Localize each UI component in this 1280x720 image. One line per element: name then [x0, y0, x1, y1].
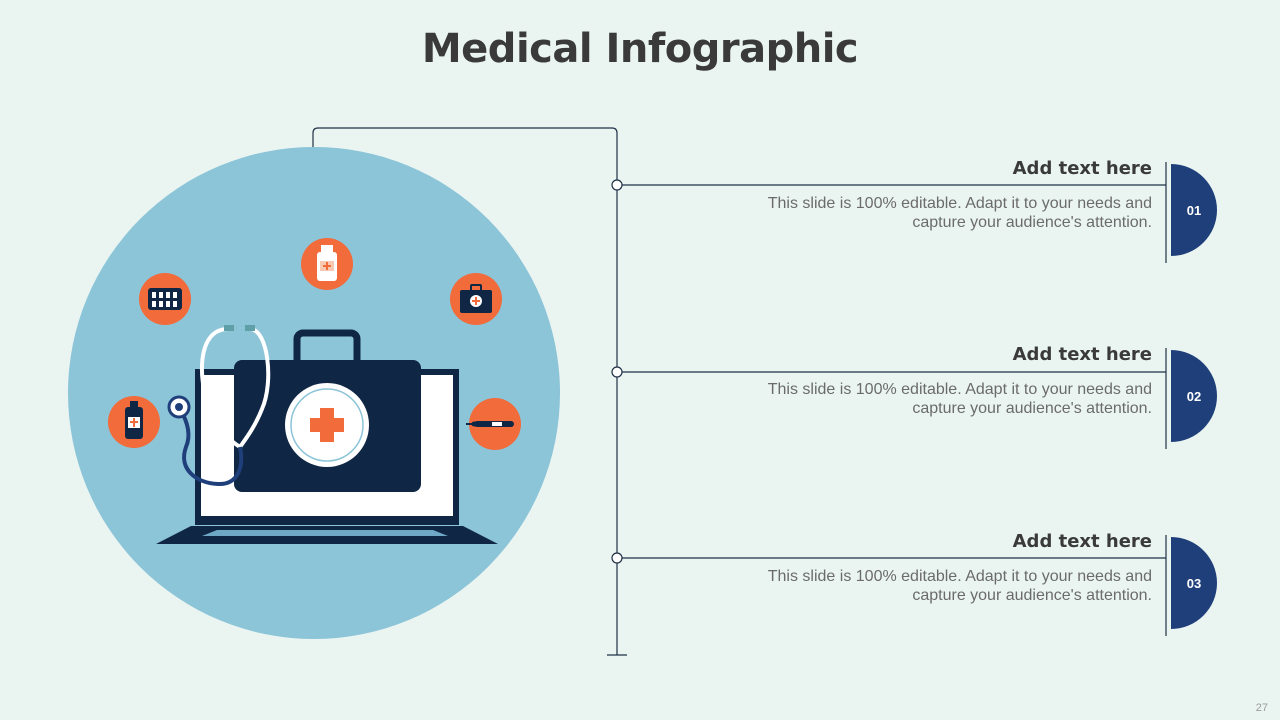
item-01-heading: Add text here — [1012, 158, 1152, 179]
item-01-description: This slide is 100% editable. Adapt it to… — [767, 195, 1152, 231]
pill-pack-icon — [139, 273, 191, 325]
item-02-number: 02 — [1186, 389, 1202, 404]
medical-illustration — [68, 147, 560, 639]
badge-01 — [1171, 164, 1217, 256]
first-aid-kit-icon — [450, 273, 502, 325]
item-02-description: This slide is 100% editable. Adapt it to… — [767, 381, 1152, 417]
medical-bag-icon — [234, 329, 421, 492]
item-03-heading: Add text here — [1012, 531, 1152, 552]
item-01-number: 01 — [1186, 203, 1202, 218]
page-number: 27 — [1255, 702, 1268, 714]
syrup-bottle-icon — [108, 396, 160, 448]
item-03-description: This slide is 100% editable. Adapt it to… — [767, 568, 1152, 604]
slide-title: Medical Infographic — [421, 26, 859, 72]
thermometer-icon — [466, 398, 521, 450]
item-03-number: 03 — [1186, 576, 1202, 591]
badge-03 — [1171, 537, 1217, 629]
item-02-heading: Add text here — [1012, 344, 1152, 365]
badge-02 — [1171, 350, 1217, 442]
medicine-bottle-icon — [301, 238, 353, 290]
stethoscope-icon — [167, 325, 271, 487]
